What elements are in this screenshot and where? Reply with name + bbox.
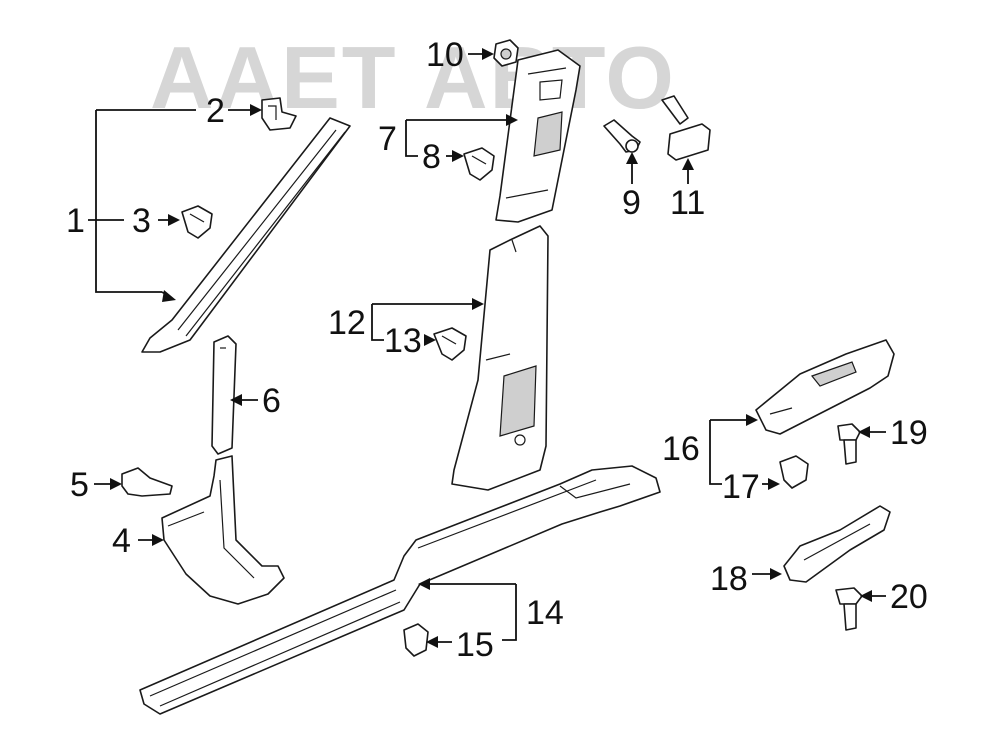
- callout-10: 10: [426, 36, 464, 74]
- kick-panel-part-4: [161, 455, 285, 605]
- callout-15: 15: [456, 626, 494, 664]
- callout-7: 7: [378, 120, 397, 158]
- strip-part-6: [211, 335, 237, 455]
- clip-part-15: [403, 623, 429, 657]
- clip-part-8: [463, 147, 495, 181]
- bolt-part-20: [835, 587, 863, 631]
- callout-2: 2: [206, 92, 225, 130]
- bracket-part-5: [121, 467, 173, 497]
- callout-8: 8: [422, 138, 441, 176]
- callout-13: 13: [384, 322, 422, 360]
- screw-part-9: [603, 119, 641, 153]
- sill-plate-part-14: [139, 465, 661, 715]
- callout-19: 19: [890, 414, 928, 452]
- callout-17: 17: [722, 468, 760, 506]
- watermark-text: ААЕТ АВТО: [150, 28, 676, 127]
- a-pillar-trim: [141, 117, 351, 353]
- callout-1: 1: [66, 202, 85, 240]
- screw-part-19: [837, 423, 861, 465]
- bracket-part-18: [783, 505, 891, 583]
- callout-5: 5: [70, 466, 89, 504]
- handle-part-11: [661, 95, 711, 161]
- callout-16: 16: [662, 430, 700, 468]
- callout-14: 14: [526, 594, 564, 632]
- b-pillar-lower-trim: [451, 225, 549, 491]
- callout-4: 4: [112, 522, 131, 560]
- trim-part-16: [755, 339, 895, 435]
- clip-part-10: [493, 39, 519, 67]
- callout-20: 20: [890, 578, 928, 616]
- callout-9: 9: [622, 184, 641, 222]
- callout-labels: 1 2 3 4 5 6 7 8 9 10 11 12 13 14 15 16 1…: [66, 36, 928, 664]
- b-pillar-upper-trim: [495, 49, 581, 223]
- callout-12: 12: [328, 304, 366, 342]
- callout-18: 18: [710, 560, 748, 598]
- arrowheads: [110, 48, 872, 648]
- clip-part-17: [779, 455, 809, 489]
- clip-part-13: [433, 327, 467, 361]
- callout-3: 3: [132, 202, 151, 240]
- clip-part-3: [181, 205, 213, 239]
- callout-6: 6: [262, 382, 281, 420]
- clip-part-2: [261, 97, 297, 131]
- callout-11: 11: [670, 184, 705, 222]
